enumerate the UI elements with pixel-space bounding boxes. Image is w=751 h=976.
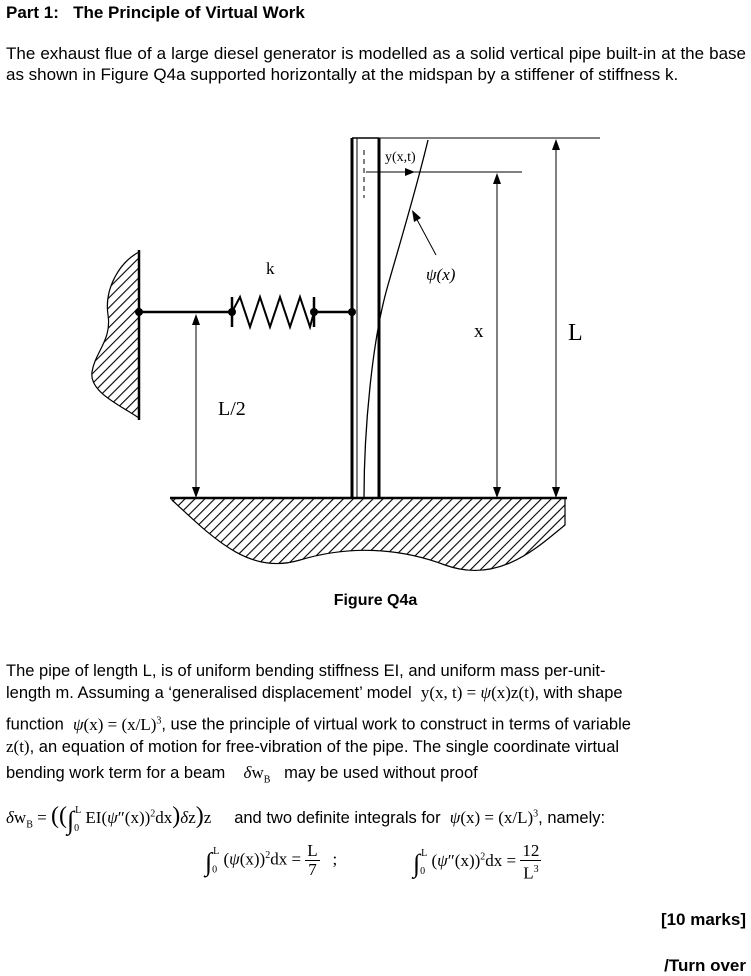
body-line-4: z(t), an equation of motion for free-vib… [6,737,620,756]
virtual-work-eq: δwB = ((∫0L EI(ψ″(x))2dx)δz)z [6,803,212,835]
intro-paragraph: The exhaust flue of a large diesel gener… [6,44,746,84]
wall-hatch [91,251,140,420]
figure-caption: Figure Q4a [333,592,418,609]
body-line-2: length m. Assuming a ‘generalised displa… [6,683,623,702]
body-line-3: function ψ(x) = (x/L)3, use the principl… [6,714,631,734]
label-half-length: L/2 [218,398,246,420]
spring-k [231,293,315,331]
body-line-1: The pipe of length L, is of uniform bend… [6,662,606,680]
body-line-5: bending work term for a beam δwB may be … [6,763,478,786]
virtual-work-symbol: δwB [243,763,271,786]
turn-over-label: /Turn over [664,956,746,975]
ground-hatch [171,497,566,571]
variable-z: z(t) [6,737,30,756]
label-psi: ψ(x) [426,265,456,284]
body-line-6: δwB = ((∫0L EI(ψ″(x))2dx)δz)z and two de… [6,803,606,835]
label-L: L [568,320,583,346]
figure-q4a-diagram: y(x,t) ψ(x) k x L L/2 [91,137,600,571]
label-y: y(x,t) [385,150,416,165]
shape-function-eq: ψ(x) = (x/L)3 [72,714,162,734]
label-x: x [474,321,484,342]
question-title: Part 1: The Principle of Virtual Work [6,3,305,22]
displacement-model-eq: y(x, t) = ψ(x)z(t) [420,683,535,702]
marks-label: [10 marks] [660,910,746,929]
deflection-curve [363,139,429,499]
label-k: k [266,259,275,278]
